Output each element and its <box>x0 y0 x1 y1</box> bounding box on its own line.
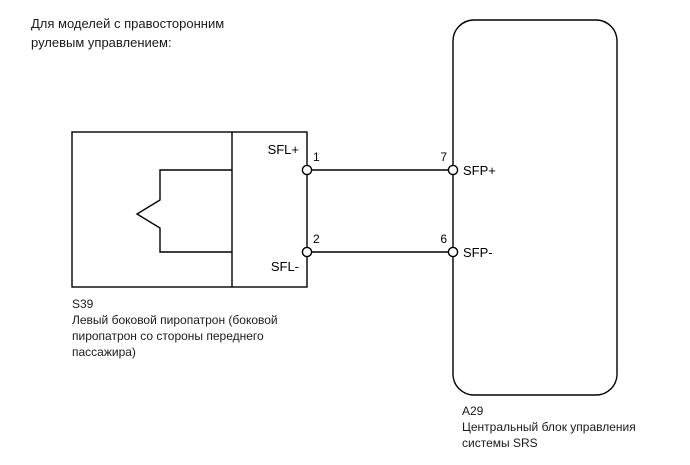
right-connector-outline <box>452 19 618 396</box>
left-connector-outline <box>71 131 308 288</box>
page-title: Для моделей с правосторонним рулевым упр… <box>31 16 225 50</box>
terminal-pin-7 <box>447 164 459 176</box>
right-connector-caption: A29 Центральный блок управления системы … <box>462 403 672 451</box>
left-connector-block <box>71 131 308 288</box>
signal-label-sfl-minus: SFL- <box>271 259 299 274</box>
terminal-pin-6 <box>447 246 459 258</box>
left-connector-description: Левый боковой пиропатрон (боковой пиропа… <box>72 313 278 359</box>
pin-number-1: 1 <box>313 150 320 164</box>
right-connector-description: Центральный блок управления системы SRS <box>462 420 636 450</box>
signal-label-sfp-plus: SFP+ <box>463 163 496 178</box>
pin-number-7: 7 <box>440 150 447 164</box>
squib-igniter-symbol <box>135 169 232 253</box>
right-connector-code: A29 <box>462 404 484 418</box>
signal-label-sfp-minus: SFP- <box>463 245 493 260</box>
left-connector-code: S39 <box>72 297 94 311</box>
right-connector-block <box>452 19 618 396</box>
pin-number-2: 2 <box>313 232 320 246</box>
terminal-pin-1 <box>301 164 313 176</box>
signal-label-sfl-plus: SFL+ <box>268 142 299 157</box>
terminal-group <box>301 164 459 258</box>
pin-number-6: 6 <box>440 232 447 246</box>
terminal-pin-2 <box>301 246 313 258</box>
left-connector-caption: S39 Левый боковой пиропатрон (боковой пи… <box>72 296 322 360</box>
wire-group <box>307 169 453 253</box>
